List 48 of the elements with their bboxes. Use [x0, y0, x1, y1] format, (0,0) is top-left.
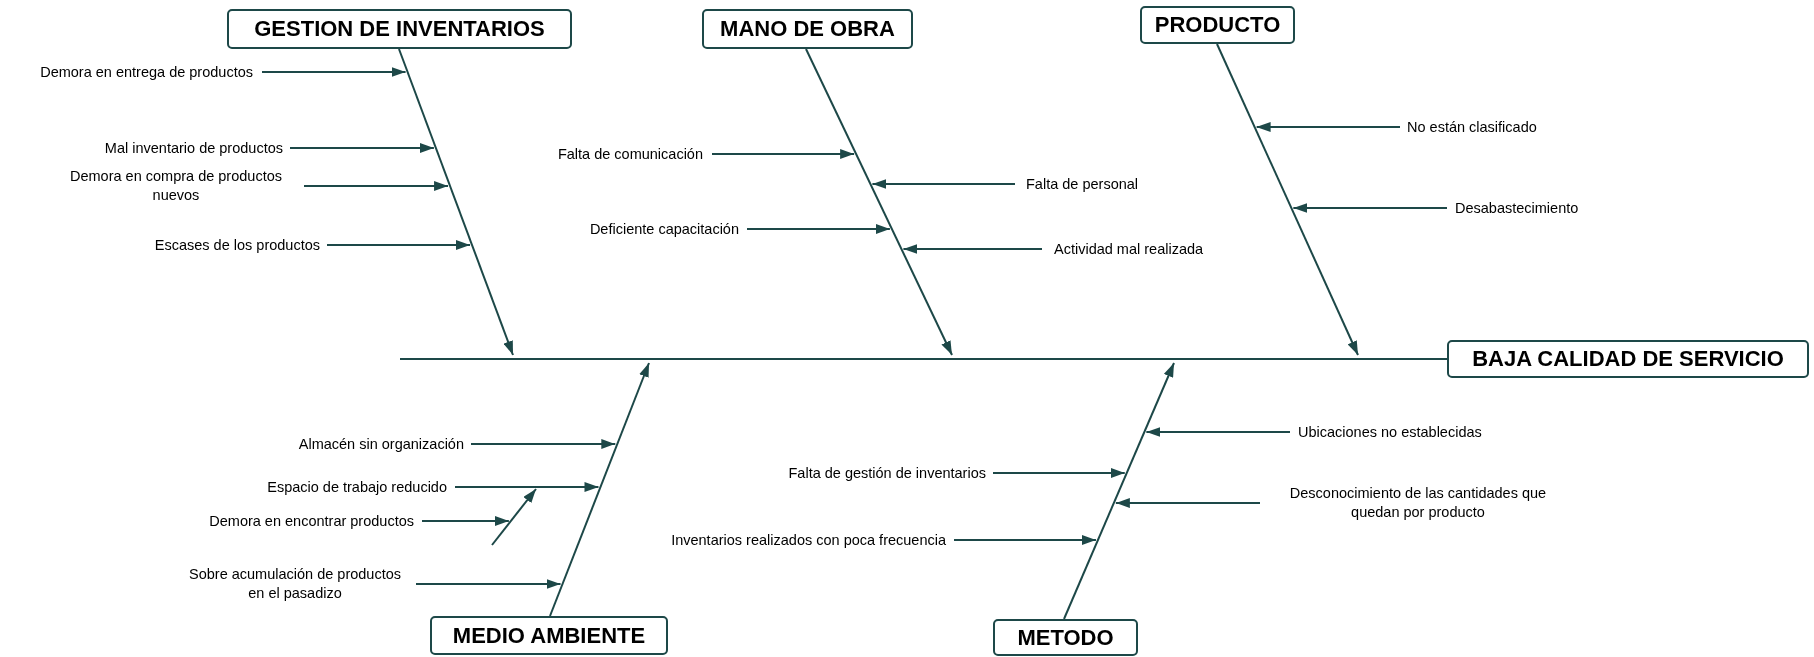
- cause-text: Deficiente capacitación: [589, 219, 739, 239]
- cause-text: Mal inventario de productos: [104, 138, 283, 158]
- bone-arrow: [1063, 362, 1175, 620]
- bone-arrow: [549, 362, 650, 617]
- arrow: [953, 535, 1097, 545]
- cause-text: Desconocimiento de las cantidades que quedan por producto: [1268, 484, 1568, 522]
- cause-text: No están clasificado: [1407, 117, 1537, 137]
- category-box: MANO DE OBRA: [702, 9, 913, 49]
- category-box: PRODUCTO: [1140, 6, 1295, 44]
- arrow: [746, 224, 891, 234]
- arrow: [1255, 122, 1401, 132]
- arrow: [992, 468, 1126, 478]
- bone-arrow: [1216, 43, 1359, 356]
- category-box: MEDIO AMBIENTE: [430, 616, 668, 655]
- cause-text: Desabastecimiento: [1455, 198, 1579, 218]
- cause-text: Ubicaciones no establecidas: [1298, 422, 1482, 442]
- arrow: [289, 143, 435, 153]
- arrow: [1145, 427, 1291, 437]
- arrow: [454, 482, 600, 492]
- arrow: [711, 149, 856, 159]
- cause-text: Espacio de trabajo reducido: [267, 477, 447, 497]
- cause-text: Demora en entrega de productos: [40, 62, 253, 82]
- arrow: [470, 439, 617, 449]
- arrow: [902, 244, 1043, 254]
- cause-text: Demora en compra de productos nuevos: [56, 167, 296, 205]
- cause-text: Falta de personal: [1026, 174, 1139, 194]
- cause-text: Escases de los productos: [154, 235, 320, 255]
- cause-text: Actividad mal realizada: [1054, 239, 1204, 259]
- cause-text: Falta de gestión de inventarios: [788, 463, 986, 483]
- category-box: METODO: [993, 619, 1138, 656]
- arrow: [415, 579, 562, 589]
- arrow: [871, 179, 1016, 189]
- bone-arrow: [398, 48, 514, 356]
- cause-text: Sobre acumulación de productos en el pasadizo: [180, 565, 410, 603]
- bone-arrow: [805, 48, 953, 356]
- arrow: [1114, 498, 1261, 508]
- cause-text: Falta de comunicación: [557, 144, 703, 164]
- cause-text: Inventarios realizados con poca frecuencia: [671, 530, 946, 550]
- arrow: [303, 181, 450, 191]
- arrow: [1292, 203, 1448, 213]
- arrow: [261, 67, 407, 77]
- effect-box: BAJA CALIDAD DE SERVICIO: [1447, 340, 1809, 378]
- cause-text: Demora en encontrar productos: [209, 511, 414, 531]
- arrow: [326, 240, 471, 250]
- arrow: [421, 516, 510, 526]
- category-box: GESTION DE INVENTARIOS: [227, 9, 572, 49]
- spine-line: [399, 358, 1448, 360]
- cause-text: Almacén sin organización: [298, 434, 464, 454]
